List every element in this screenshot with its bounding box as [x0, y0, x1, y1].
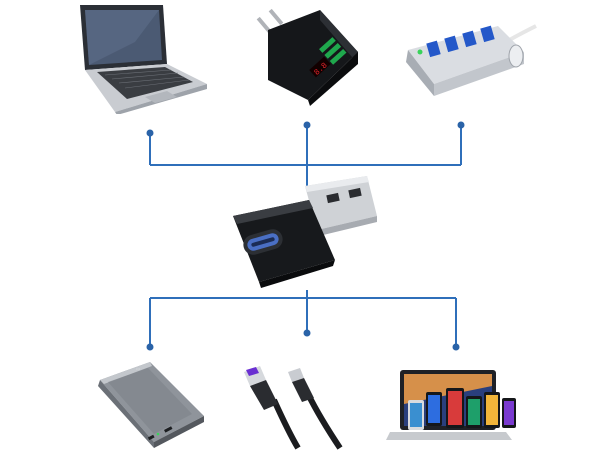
laptop-phones-icon [386, 364, 526, 450]
connector-dot-laptop-phones [452, 343, 460, 351]
connector-dot-charger [303, 121, 311, 129]
connector-dot-cable [303, 329, 311, 337]
laptop-icon [75, 2, 210, 114]
connector-dot-laptop [146, 129, 154, 137]
wall-charger-icon: 8.8 [248, 2, 363, 107]
usb-c-cable-icon [236, 366, 356, 450]
svg-text:•••: ••• [136, 366, 141, 371]
power-bank-icon: ••• [92, 358, 212, 448]
connector-dot-power-bank [146, 343, 154, 351]
usb-hub-icon [398, 12, 538, 102]
usb-adapter-icon [225, 172, 385, 294]
connector-dot-usb-hub [457, 121, 465, 129]
